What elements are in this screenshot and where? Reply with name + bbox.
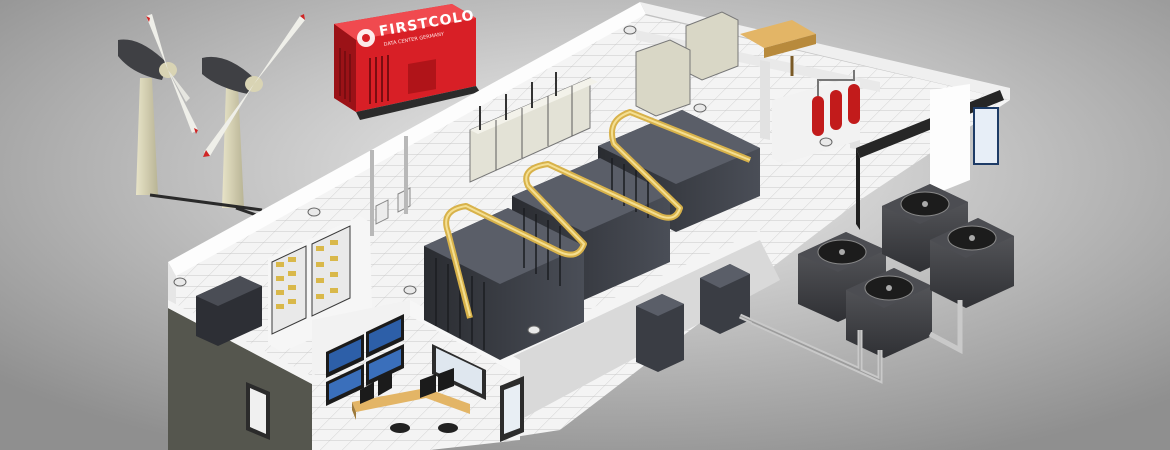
generator-icon: FIRSTCOLO DATA CENTER GERMANY bbox=[334, 4, 480, 120]
chiller-fan-icon bbox=[846, 268, 932, 358]
monitor-icon bbox=[326, 314, 404, 406]
ceiling-cameras bbox=[173, 25, 833, 335]
storage-room bbox=[635, 11, 816, 117]
door-icon bbox=[246, 382, 270, 440]
fire-suppression-icon bbox=[772, 70, 860, 164]
electrical-panels bbox=[370, 72, 598, 236]
chillers bbox=[738, 184, 1014, 384]
exterior-wall bbox=[168, 308, 312, 450]
chiller-fan-icon bbox=[930, 218, 1014, 308]
